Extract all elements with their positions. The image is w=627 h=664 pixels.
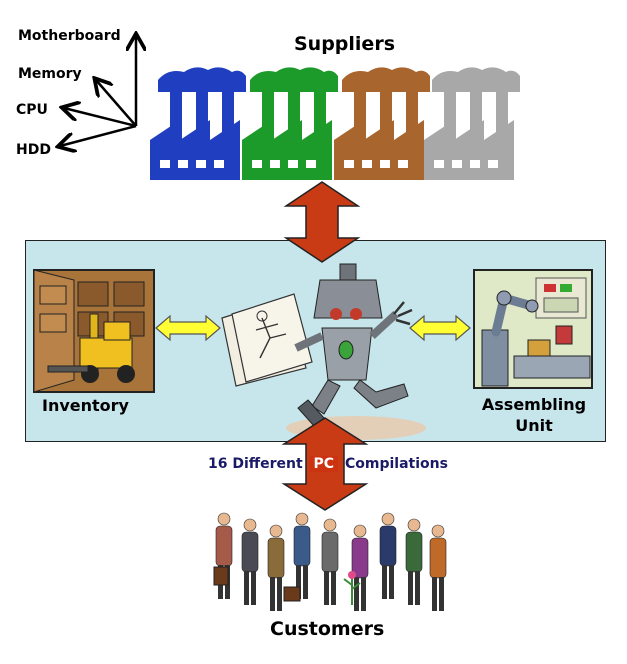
inventory-label: Inventory <box>42 396 129 415</box>
label-hdd: HDD <box>16 142 51 158</box>
factory-icon-2 <box>242 67 338 180</box>
assembling-label-line1: Assembling <box>481 395 587 414</box>
double-arrow-assembling-icon <box>409 314 471 342</box>
assembling-label-line2: Unit <box>515 416 553 435</box>
inventory-warehouse-icon <box>33 269 155 393</box>
double-arrow-inventory-icon <box>155 314 221 342</box>
assembling-unit-icon <box>473 269 593 389</box>
big-double-arrow-suppliers-icon <box>283 181 361 263</box>
assembling-unit-label: Assembling Unit <box>470 394 598 436</box>
axis-cpu <box>64 108 137 128</box>
label-memory: Memory <box>18 66 82 82</box>
factory-icon-3 <box>334 67 430 180</box>
pc-badge: PC <box>309 456 339 472</box>
customers-crowd-icon <box>213 512 447 611</box>
compilations-suffix: Compilations <box>344 456 448 472</box>
label-cpu: CPU <box>16 102 48 118</box>
axis-hdd <box>60 124 137 146</box>
factory-icon-4 <box>424 67 520 180</box>
customers-title: Customers <box>270 618 385 640</box>
suppliers-title: Suppliers <box>294 33 396 55</box>
axis-memory <box>96 80 137 127</box>
robot-icon <box>221 263 426 440</box>
factory-icon-1 <box>150 67 246 180</box>
compilations-prefix: 16 Different <box>208 456 303 472</box>
label-motherboard: Motherboard <box>18 28 121 44</box>
compilations-label: 16 Different PC Compilations <box>208 456 448 472</box>
